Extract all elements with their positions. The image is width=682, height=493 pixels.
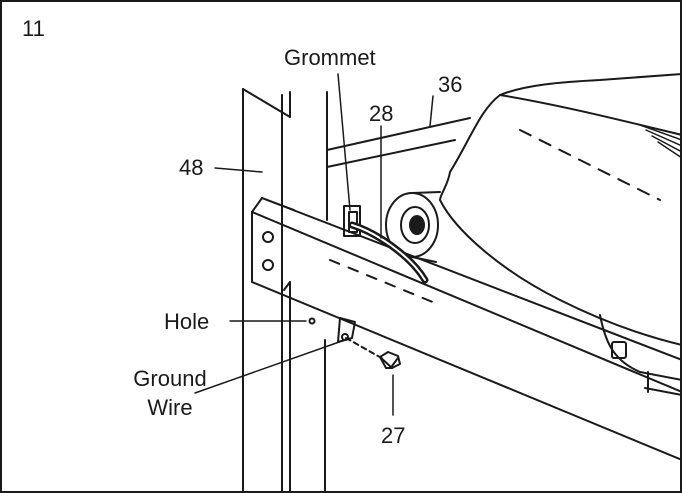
crossbar-36 <box>326 117 471 168</box>
hole <box>308 317 316 325</box>
part-36-label: 36 <box>438 72 463 97</box>
leader-lines <box>194 73 434 416</box>
wire-28 <box>348 221 429 284</box>
grommet <box>343 205 361 237</box>
motor-hood <box>439 73 682 396</box>
grommet-label: Grommet <box>284 45 376 70</box>
ground-wire-label-line2: Wire <box>147 395 193 420</box>
part-28-label: 28 <box>369 101 394 126</box>
upright-48 <box>242 88 328 493</box>
part-48-label: 48 <box>179 155 204 180</box>
step-number: 11 <box>22 16 45 41</box>
ground-wire-label-line1: Ground <box>133 366 207 391</box>
hole-label: Hole <box>164 309 210 334</box>
roller <box>385 191 441 263</box>
ground-wire-terminal <box>337 317 356 343</box>
part-27-label: 27 <box>381 423 406 448</box>
screw-27 <box>345 337 401 369</box>
frame-rail <box>251 197 682 461</box>
